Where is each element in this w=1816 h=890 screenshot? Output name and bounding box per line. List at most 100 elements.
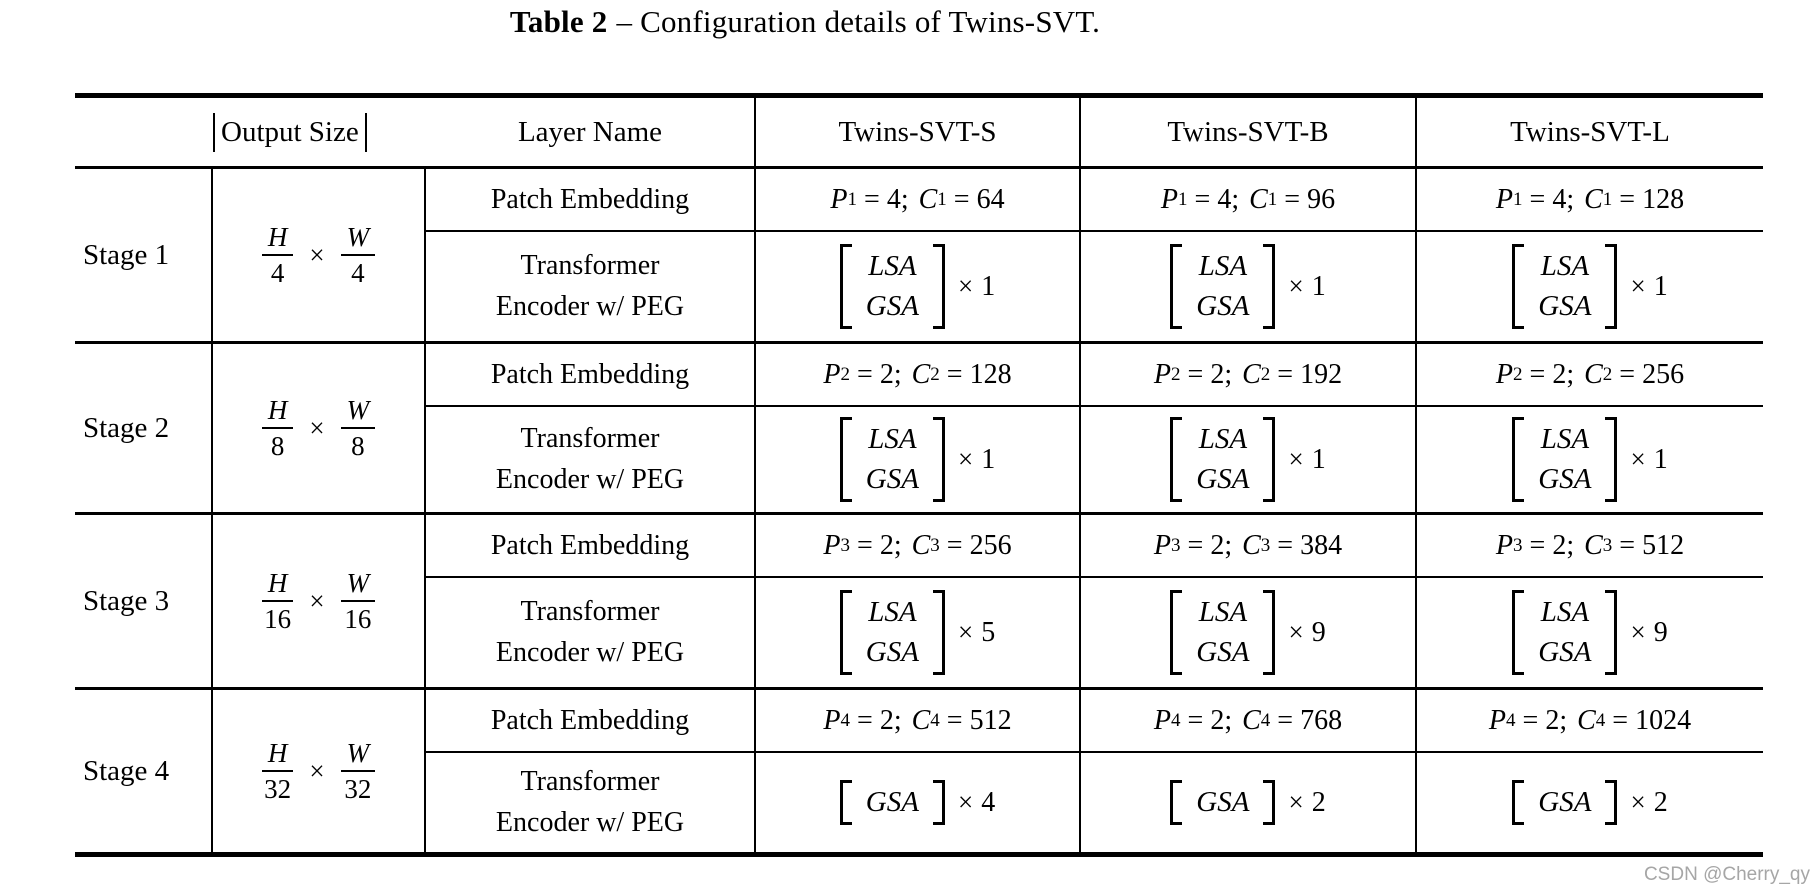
repeat-count: ×4 bbox=[958, 787, 995, 819]
equals-sign: = bbox=[1277, 358, 1294, 390]
repeat-value: 2 bbox=[1311, 786, 1326, 818]
left-bracket bbox=[1512, 244, 1525, 329]
encoder-config-stage4-svt-s: GSA ×4 bbox=[756, 751, 1081, 852]
op-gsa: GSA bbox=[865, 785, 919, 818]
repeat-value: 1 bbox=[1311, 443, 1326, 475]
c-var: C bbox=[1242, 358, 1261, 390]
c-var: C bbox=[1584, 183, 1603, 215]
c-val: 1024 bbox=[1635, 704, 1692, 736]
c-val: 192 bbox=[1300, 358, 1343, 390]
op-gsa: GSA bbox=[1538, 289, 1592, 322]
repeat-value: 1 bbox=[1311, 270, 1326, 302]
times-sign: × bbox=[1630, 443, 1646, 474]
left-bracket bbox=[1170, 590, 1183, 675]
times-sign: × bbox=[957, 270, 974, 301]
c-val: 64 bbox=[976, 183, 1005, 215]
semicolon: ; bbox=[893, 704, 902, 736]
layer-transformer-encoder-s3: Transformer Encoder w/ PEG bbox=[426, 576, 756, 687]
equals-sign: = bbox=[1612, 704, 1629, 736]
repeat-value: 9 bbox=[1653, 616, 1668, 648]
repeat-count: ×1 bbox=[958, 271, 995, 303]
fraction-denominator: 4 bbox=[270, 257, 285, 288]
fraction-denominator: 32 bbox=[344, 773, 372, 804]
right-bracket bbox=[1605, 417, 1618, 502]
c-var: C bbox=[911, 704, 931, 736]
c-val: 512 bbox=[969, 704, 1012, 736]
fraction-denominator: 4 bbox=[351, 257, 365, 288]
p-var: P bbox=[1153, 358, 1172, 390]
attention-ops: GSA bbox=[1182, 780, 1263, 825]
right-bracket bbox=[932, 590, 945, 675]
repeat-count: ×9 bbox=[1630, 617, 1667, 649]
c-var: C bbox=[1584, 529, 1603, 561]
equals-sign: = bbox=[1187, 704, 1204, 736]
times-sign: × bbox=[309, 239, 325, 270]
op-gsa: GSA bbox=[1538, 462, 1592, 495]
stage-label-2: Stage 2 bbox=[75, 344, 213, 512]
equals-sign: = bbox=[864, 183, 880, 215]
caption-text: – Configuration details of Twins-SVT. bbox=[616, 4, 1101, 39]
p-val: 4 bbox=[1552, 183, 1567, 215]
p-val: 2 bbox=[879, 704, 894, 736]
op-gsa: GSA bbox=[1196, 462, 1250, 495]
stage-label-1: Stage 1 bbox=[75, 169, 213, 341]
c-val: 384 bbox=[1300, 529, 1343, 561]
p-var: P bbox=[823, 358, 841, 390]
op-gsa: GSA bbox=[1196, 635, 1250, 668]
csdn-watermark: CSDN @Cherry_qy bbox=[1643, 864, 1810, 885]
p-var: P bbox=[1495, 358, 1514, 390]
repeat-value: 1 bbox=[1653, 443, 1668, 475]
right-bracket bbox=[932, 244, 945, 329]
c-var: C bbox=[1242, 704, 1261, 736]
repeat-count: ×1 bbox=[1288, 271, 1325, 303]
p-var: P bbox=[1160, 183, 1179, 215]
op-gsa: GSA bbox=[865, 462, 919, 495]
matrix: GSA bbox=[1512, 779, 1618, 826]
semicolon: ; bbox=[1559, 704, 1568, 736]
op-lsa: LSA bbox=[868, 250, 917, 283]
fraction-denominator: 16 bbox=[264, 603, 292, 634]
layer-transformer-encoder-s1: Transformer Encoder w/ PEG bbox=[426, 230, 756, 341]
attention-ops: LSA GSA bbox=[852, 244, 933, 328]
c-var: C bbox=[918, 183, 938, 215]
fraction-numerator: W bbox=[340, 569, 376, 602]
c-val: 128 bbox=[969, 358, 1012, 390]
repeat-value: 1 bbox=[1653, 270, 1668, 302]
header-stage-spacer bbox=[75, 98, 213, 166]
op-gsa: GSA bbox=[865, 635, 919, 668]
equals-sign: = bbox=[857, 529, 873, 561]
op-gsa: GSA bbox=[865, 289, 919, 322]
semicolon: ; bbox=[1224, 358, 1233, 390]
op-lsa: LSA bbox=[868, 596, 917, 629]
transformer-line1: Transformer bbox=[520, 249, 660, 281]
layer-patch-embedding-s3: Patch Embedding bbox=[426, 515, 756, 576]
attention-ops: LSA GSA bbox=[852, 590, 933, 674]
encoder-config-stage4-svt-b: GSA ×2 bbox=[1081, 751, 1417, 852]
p-var: P bbox=[830, 183, 848, 215]
semicolon: ; bbox=[1231, 183, 1240, 215]
semicolon: ; bbox=[893, 529, 902, 561]
fraction-numerator: W bbox=[340, 739, 376, 772]
fraction-numerator: W bbox=[340, 396, 376, 429]
repeat-count: ×2 bbox=[1288, 787, 1325, 819]
c-var: C bbox=[1584, 358, 1603, 390]
times-sign: × bbox=[957, 443, 974, 474]
caption-tag: Table 2 bbox=[509, 4, 608, 39]
